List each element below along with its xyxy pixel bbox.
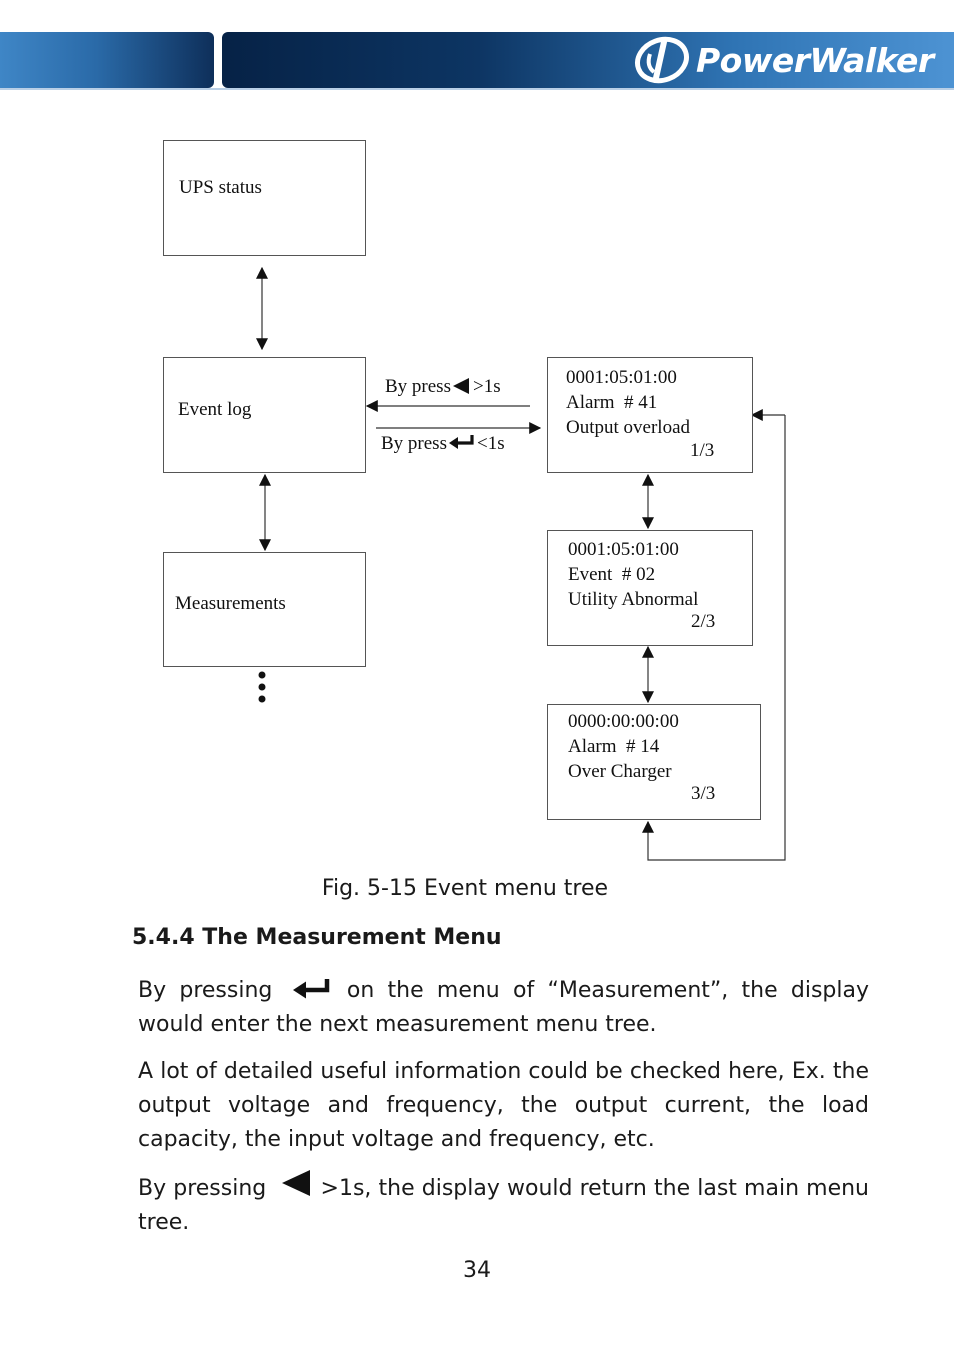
- arrow-bottom-label: By press <1s: [381, 433, 505, 455]
- measurements-box: Measurements: [163, 552, 366, 667]
- event-box-3: 0000:00:00:00 Alarm # 14 Over Charger 3/…: [547, 704, 761, 820]
- paragraph-3: By pressing >1s, the display would retur…: [138, 1169, 869, 1240]
- event-time: 0000:00:00:00: [568, 711, 679, 732]
- event-page: 1/3: [690, 440, 715, 461]
- figure-caption: Fig. 5-15 Event menu tree: [321, 876, 609, 901]
- event-desc: Utility Abnormal: [568, 589, 699, 610]
- arrow-top-label: By press >1s: [385, 376, 501, 398]
- event-desc: Output overload: [566, 417, 691, 438]
- arrow-top-label-suffix: >1s: [472, 376, 501, 397]
- header-band-main: [222, 32, 954, 88]
- left-triangle-icon: [282, 1170, 311, 1196]
- arrow-top-label-prefix: By press: [385, 376, 451, 397]
- arrow-loop-return: [642, 415, 786, 861]
- event-box-2: 0001:05:01:00 Event # 02 Utility Abnorma…: [547, 530, 753, 646]
- left-triangle-icon: [452, 378, 469, 394]
- enter-key-icon: [448, 435, 474, 449]
- event-type: Alarm # 41: [566, 392, 658, 413]
- paragraph-1: By pressing on the menu of “Measurement”…: [138, 974, 869, 1042]
- header-rule: [0, 88, 954, 90]
- paragraph-2: A lot of detailed useful information cou…: [138, 1059, 869, 1152]
- vertical-ellipsis-icon: [258, 671, 266, 703]
- enter-key-icon: [292, 979, 329, 999]
- p1-after: on the menu of “Measurement”, the displa…: [138, 978, 870, 1037]
- event-type: Alarm # 14: [568, 736, 660, 757]
- event-desc: Over Charger: [568, 761, 672, 782]
- p1-before: By pressing: [138, 978, 273, 1003]
- menu-tree-connectors: [256, 266, 786, 861]
- event-log-box: Event log: [163, 357, 366, 473]
- brand-name: PowerWalker: [696, 40, 934, 80]
- page-number: 34: [463, 1258, 491, 1283]
- ups-status-label: UPS status: [179, 177, 262, 198]
- power-logo-icon: [635, 36, 689, 84]
- event-page: 3/3: [691, 783, 716, 804]
- header-band-left: [0, 32, 214, 88]
- event-time: 0001:05:01:00: [566, 367, 677, 388]
- arrow-bottom-label-prefix: By press: [381, 433, 447, 454]
- brand-logo: PowerWalker: [634, 34, 934, 86]
- event-log-label: Event log: [178, 399, 252, 420]
- event-page: 2/3: [691, 611, 716, 632]
- section-heading: 5.4.4 The Measurement Menu: [132, 925, 502, 950]
- measurements-label: Measurements: [175, 593, 286, 614]
- event-box-1: 0001:05:01:00 Alarm # 41 Output overload…: [547, 357, 753, 473]
- arrow-bottom-label-suffix: <1s: [476, 433, 505, 454]
- p3-before: By pressing: [138, 1176, 267, 1201]
- ups-status-box: UPS status: [163, 140, 366, 256]
- event-type: Event # 02: [568, 564, 656, 585]
- event-time: 0001:05:01:00: [568, 539, 679, 560]
- p3-after: >1s, the display would return the last m…: [138, 1176, 869, 1235]
